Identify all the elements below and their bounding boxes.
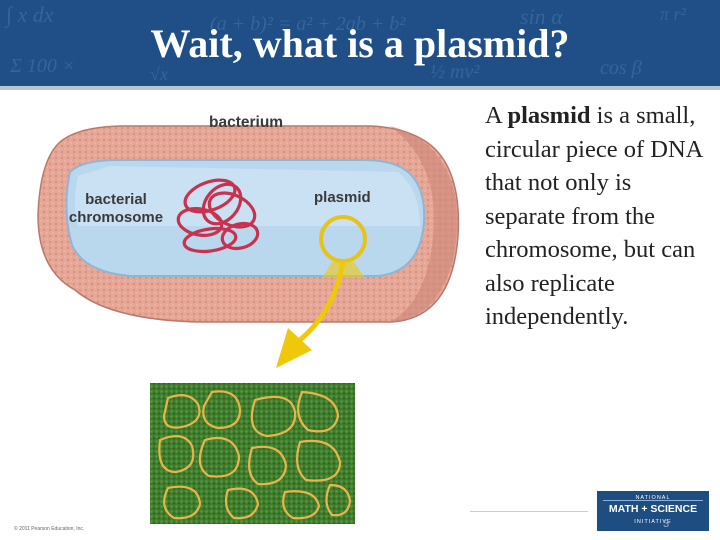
- slide-title: Wait, what is a plasmid?: [150, 21, 570, 66]
- math-formula-watermark: ∫ x dx (a + b)² = a² + 2ab + b² sin α Σ …: [4, 2, 687, 84]
- svg-text:Σ 100 ×: Σ 100 ×: [9, 55, 75, 77]
- zoom-arrow: [276, 261, 365, 368]
- logo-initiative-text: INITIATIVE: [634, 519, 672, 525]
- definition-prefix: A: [485, 102, 508, 129]
- svg-text:cos β: cos β: [600, 57, 642, 79]
- definition-term: plasmid: [507, 102, 591, 129]
- figure-copyright: © 2011 Pearson Education, Inc.: [14, 526, 85, 532]
- plasmid-definition: A plasmid is a small, circular piece of …: [485, 99, 713, 334]
- svg-text:∫ x dx: ∫ x dx: [4, 2, 54, 28]
- label-bacterium: bacterium: [209, 114, 284, 131]
- footer-divider: [470, 511, 588, 512]
- logo-math-science-text: MATH + SCIENCE: [608, 503, 698, 515]
- plasmid-micrograph: [150, 383, 355, 524]
- cytoplasm: [65, 159, 426, 277]
- title-bar: ∫ x dx (a + b)² = a² + 2ab + b² sin α Σ …: [0, 0, 720, 86]
- page-number: 3: [663, 518, 670, 530]
- logo-national-text: NATIONAL: [635, 495, 671, 501]
- bacterial-chromosome: [176, 178, 260, 254]
- definition-rest: is a small, circular piece of DNA that n…: [485, 102, 702, 330]
- label-plasmid: plasmid: [314, 189, 371, 206]
- plasmid-ring: [319, 215, 367, 263]
- svg-text:(a + b)² = a² + 2ab + b²: (a + b)² = a² + 2ab + b²: [210, 13, 406, 35]
- svg-text:½ mv²: ½ mv²: [430, 61, 480, 83]
- logo-rule: [603, 500, 703, 501]
- svg-text:sin α: sin α: [520, 4, 563, 29]
- label-bacterial-chromosome: bacterial chromosome: [68, 191, 164, 226]
- bacterium-figure: [37, 125, 460, 524]
- title-divider: [0, 86, 720, 90]
- nmsi-logo: NATIONAL MATH + SCIENCE INITIATIVE: [597, 491, 709, 531]
- svg-text:√x: √x: [150, 64, 168, 84]
- svg-text:π r²: π r²: [660, 4, 687, 24]
